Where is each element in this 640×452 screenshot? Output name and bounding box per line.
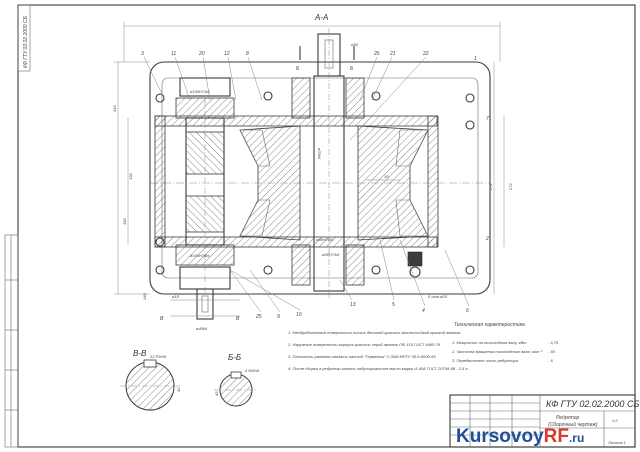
callout-4: 4: [422, 308, 425, 314]
tech-characteristics: Техническая характеристика 1. Мощность н…: [451, 322, 559, 363]
cut-v-right: В: [236, 316, 240, 322]
dim-140: 140: [142, 293, 147, 300]
gear-rim-right-bottom: [395, 199, 429, 237]
callout-25: 25: [255, 314, 262, 320]
cut-b-top2: Б: [350, 66, 354, 72]
callout-20: 20: [198, 51, 205, 57]
callout-9: 9: [277, 314, 280, 320]
callout-21: 21: [389, 51, 396, 57]
callout-leaders: [143, 56, 470, 313]
note-3: 3. Плоскость разъема смазать пастой "Гер…: [288, 354, 437, 359]
title-subname: (Сборочный чертеж): [548, 421, 598, 428]
gear-rim-left-bottom: [239, 199, 271, 237]
title-sheet: Листов 1: [607, 440, 626, 445]
sheet-frame: [17, 4, 636, 448]
binding-strip: [4, 234, 19, 448]
dim-190: 190: [122, 218, 127, 225]
title-code: КФ ГТУ 02.02.2000 СБ: [546, 399, 639, 409]
dim-42: 42: [176, 387, 181, 392]
housing-outline: [149, 61, 491, 295]
tech-item-1-value: - 6,79: [548, 340, 559, 345]
section-label-vv: В-В: [133, 349, 147, 358]
site-watermark: KursovoyRF.ru: [456, 426, 584, 447]
dim-d90: ø90H7/k6: [316, 237, 334, 242]
svg-text:KursovoyRF.ru: KursovoyRF.ru: [456, 426, 584, 447]
oil-drain-plug: [407, 251, 423, 267]
callout-26: 26: [373, 51, 380, 57]
callout-11: 11: [171, 51, 176, 57]
input-cap-top: [179, 77, 231, 97]
dim-6-holes: 6 отв.ø20: [428, 294, 448, 299]
callout-2: 2: [485, 236, 489, 242]
callout-5: 5: [392, 302, 395, 308]
dim-43: 43: [214, 391, 219, 396]
rotated-code-box: КФ ГТУ 02.02.2000 СБ: [17, 4, 31, 72]
section-bb: Б-Б 6 N9/h9 43: [214, 353, 260, 407]
main-view: А-А: [112, 13, 513, 331]
tech-item-1-label: 1. Мощность на тихоходном валу, кВт: [452, 340, 527, 345]
gear-rim-right-top: [395, 129, 429, 167]
section-label-bb: Б-Б: [228, 353, 241, 362]
title-scale: 1:2: [612, 418, 618, 423]
callout-3: 3: [141, 51, 144, 57]
dim-d100-bottom: ø100H7/k6: [190, 253, 210, 258]
dim-12p9: 12 P9/h9: [150, 354, 167, 359]
cut-b-top: Б: [296, 66, 300, 72]
title-name: Редуктор: [556, 415, 580, 421]
tech-item-2-label: 2. Частота вращения тихоходного вала, ми…: [451, 349, 543, 354]
callout-13: 13: [350, 302, 356, 308]
callout-1: 1: [474, 56, 477, 62]
tech-item-3-label: 3. Передаточное число редуктора: [452, 358, 519, 363]
watermark-part3: .ru: [569, 431, 584, 445]
output-bearing-top-right: [345, 77, 365, 119]
tech-item-3-value: - 5: [548, 358, 553, 363]
section-label-aa: А-А: [314, 13, 328, 22]
tech-item-2-value: - 60: [548, 349, 556, 354]
dim-d70: ø70k6: [317, 148, 322, 160]
dim-416: 416: [112, 105, 117, 112]
output-bearing-bottom-left: [291, 244, 311, 286]
dim-d40: ø40k6: [196, 326, 208, 331]
tech-title: Техническая характеристика: [454, 322, 525, 328]
callout-12: 12: [224, 51, 230, 57]
dimension-lines: [114, 22, 505, 301]
dim-130: 130: [128, 173, 133, 180]
housing-wall-right: [427, 115, 439, 248]
housing-wall-left: [154, 115, 166, 248]
dim-d18: ø18: [172, 294, 180, 299]
cut-v-left: В: [160, 316, 164, 322]
callout-6: 6: [466, 308, 469, 314]
output-bearing-bottom-right: [345, 244, 365, 286]
output-bearing-top-left: [291, 77, 311, 119]
note-4: 4. После сборки в редуктор залить индуст…: [288, 366, 469, 371]
note-2: 2. Наружные поверхности корпуса красить …: [287, 342, 441, 347]
callout-8: 8: [246, 51, 249, 57]
dim-272-a: 272: [488, 183, 493, 191]
watermark-part1: Kursovoy: [456, 426, 544, 447]
dim-6n9: 6 N9/h9: [245, 368, 260, 373]
dim-272-b: 272: [508, 183, 513, 191]
watermark-part2: RF: [544, 426, 569, 447]
callout-22: 22: [422, 51, 429, 57]
callout-7: 7: [486, 116, 489, 122]
notes: 1. Необработанные поверхности литых дета…: [287, 330, 469, 371]
section-vv: В-В 12 P9/h9 42: [120, 349, 181, 411]
dim-d100-top: ø100H7/k6: [190, 89, 210, 94]
gear-rim-left-top: [239, 129, 271, 167]
dim-d65: ø65H7/k6: [322, 252, 340, 257]
rotated-code: КФ ГТУ 02.02.2000 СБ: [23, 15, 29, 68]
dim-30: 30: [384, 174, 389, 179]
dim-d50: ø50: [351, 42, 359, 47]
title-block: КФ ГТУ 02.02.2000 СБ Редуктор (Сборочный…: [449, 394, 639, 448]
input-shaft-end: [196, 288, 214, 320]
callout-10: 10: [296, 312, 302, 318]
note-1: 1. Необработанные поверхности литых дета…: [288, 330, 461, 335]
